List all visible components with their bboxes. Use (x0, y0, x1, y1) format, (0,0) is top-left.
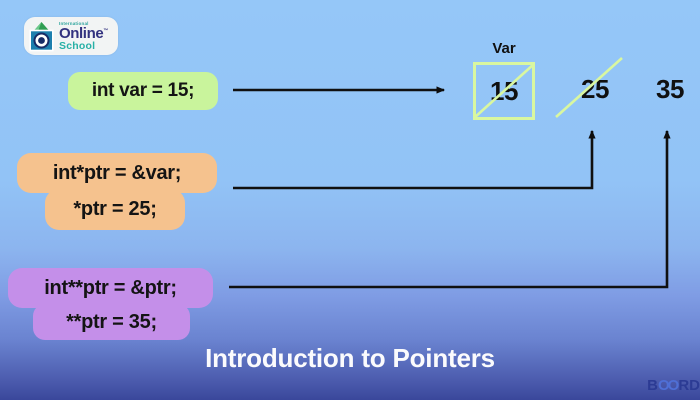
code-text: int**ptr = &ptr; (44, 276, 177, 299)
memory-cell-var: 15 (473, 62, 535, 120)
code-block-single-pointer-line2: *ptr = 25; (45, 189, 185, 230)
memory-value-35: 35 (656, 74, 684, 104)
code-block-double-pointer-line1: int**ptr = &ptr; (8, 268, 213, 308)
logo-wordmark: International Online™ School (59, 20, 108, 52)
arrow-pptr-to-35 (229, 129, 671, 289)
logo-title: Online™ (59, 25, 108, 42)
code-text: int var = 15; (91, 80, 195, 101)
boord-watermark: BOORD (647, 377, 700, 394)
memory-value-25: 25 (581, 74, 609, 104)
code-text: *ptr = 25; (73, 198, 157, 220)
code-block-double-pointer-line2: **ptr = 35; (33, 304, 190, 340)
page-title: Introduction to Pointers (205, 343, 495, 373)
code-block-single-pointer-line1: int*ptr = &var; (17, 153, 217, 193)
logo-subtitle: School (59, 40, 96, 52)
logo-tagline: International (59, 20, 89, 26)
watermark-part-b: B (647, 377, 658, 394)
arrow-ptr-to-25 (233, 129, 596, 190)
online-school-logo: International Online™ School (24, 17, 118, 55)
var-label: Var (492, 40, 516, 57)
memory-value-15: 15 (490, 75, 518, 106)
code-block-declare-var: int var = 15; (68, 72, 218, 110)
watermark-part-rd: RD (678, 377, 700, 394)
watermark-part-oo: OO (657, 377, 679, 394)
code-text: int*ptr = &var; (52, 161, 182, 184)
online-school-logo-icon (29, 21, 54, 51)
code-text: **ptr = 35; (66, 310, 157, 333)
trademark-symbol: ™ (103, 28, 108, 34)
